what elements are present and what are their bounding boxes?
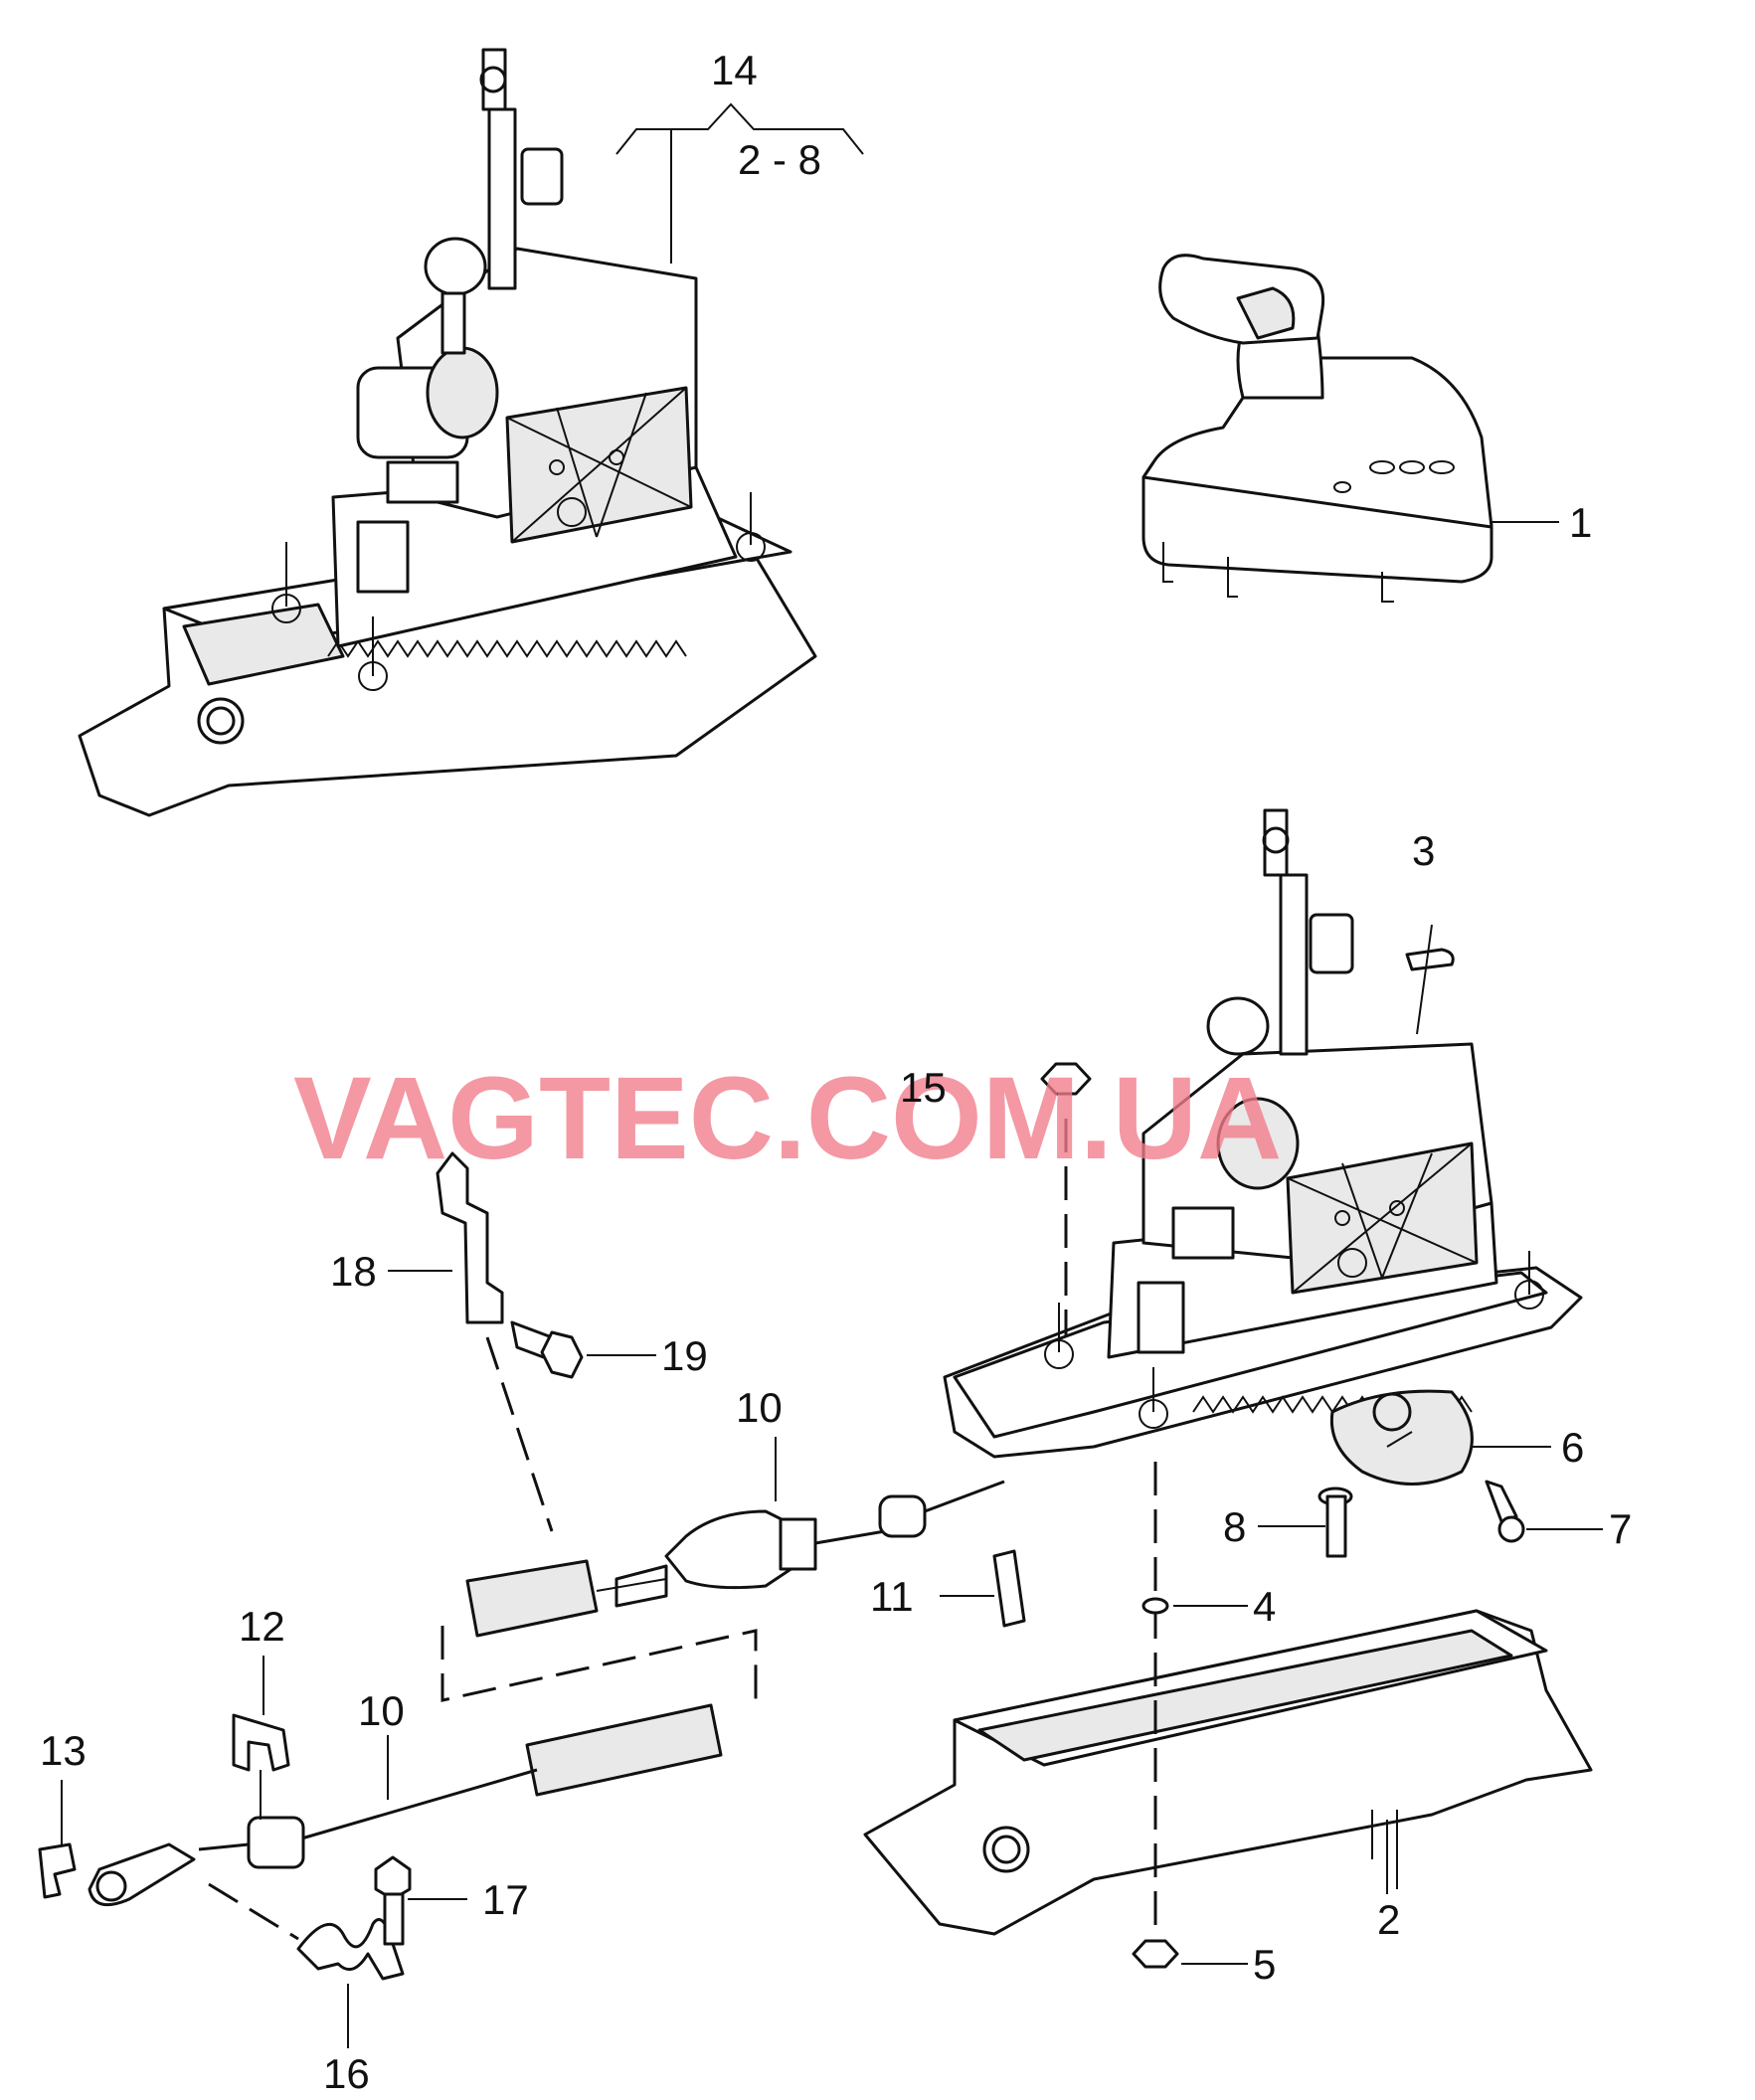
- clip-13: [38, 1780, 77, 1899]
- callout-4: 4: [1253, 1583, 1276, 1630]
- callout-10-upper: 10: [736, 1384, 783, 1431]
- callout-11: 11: [870, 1573, 914, 1620]
- callout-3: 3: [1412, 827, 1435, 874]
- callout-10-lower: 10: [358, 1687, 405, 1734]
- screw-7: [1485, 1480, 1603, 1543]
- callout-13: 13: [40, 1727, 87, 1774]
- nut-15: [1040, 1062, 1092, 1096]
- selector-cable: [88, 1437, 1005, 1907]
- shifter-assembly-complete: [78, 48, 864, 817]
- callout-12: 12: [239, 1603, 285, 1650]
- callout-17: 17: [482, 1876, 529, 1923]
- callout-18: 18: [330, 1248, 377, 1295]
- callout-6: 6: [1561, 1424, 1584, 1471]
- watermark: VAGTEC.COM.UA: [293, 1053, 1282, 1184]
- callout-16: 16: [323, 2050, 370, 2097]
- clip-12: [232, 1656, 290, 1820]
- lower-housing: [863, 1609, 1593, 1936]
- washer-4: [1141, 1597, 1169, 1615]
- callout-14-range: 2 - 8: [738, 136, 821, 183]
- callout-2: 2: [1377, 1896, 1400, 1943]
- callout-7: 7: [1609, 1505, 1632, 1552]
- nut-5: [1132, 1939, 1179, 1969]
- callout-15: 15: [900, 1064, 947, 1111]
- callout-5: 5: [1253, 1941, 1276, 1988]
- callout-19: 19: [661, 1332, 708, 1379]
- spring-clip-16: [208, 1882, 405, 2048]
- bracket-18: [388, 1151, 504, 1324]
- clip-11: [940, 1549, 1026, 1628]
- bolt-17: [374, 1855, 467, 1946]
- shifter-mechanism: [943, 808, 1583, 1486]
- bolt-19: [510, 1320, 656, 1379]
- callout-8: 8: [1223, 1503, 1246, 1550]
- shift-knob-cover: [1141, 254, 1559, 603]
- callout-1: 1: [1569, 499, 1592, 546]
- bolt-8: [1258, 1487, 1353, 1558]
- callout-14: 14: [711, 47, 758, 93]
